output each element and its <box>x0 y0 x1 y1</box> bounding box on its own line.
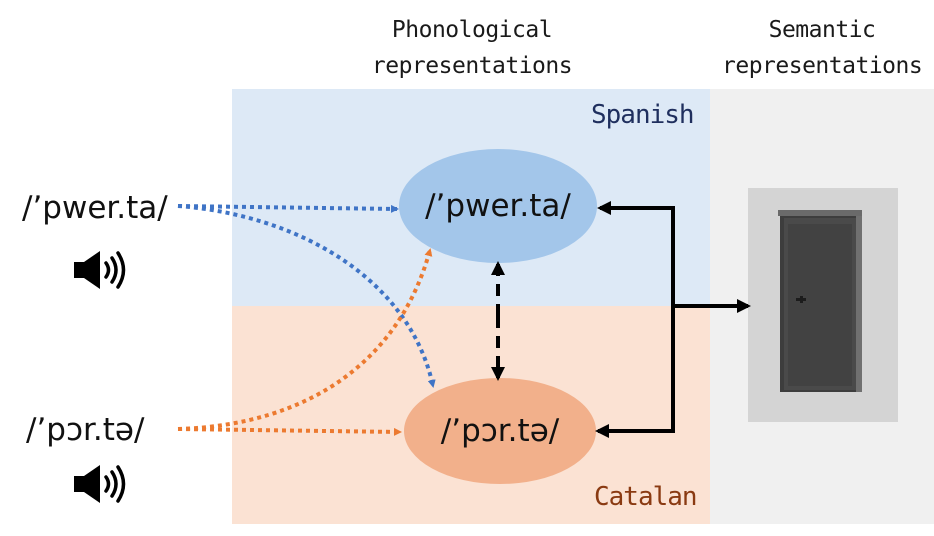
semantic-header: Semantic representations <box>722 17 923 79</box>
spanish-to-catalan-arrow <box>177 204 436 388</box>
spanish-label: Spanish <box>591 100 695 130</box>
catalan-input-word: /’pɔr.tə/ <box>26 412 145 448</box>
door-icon <box>778 210 862 392</box>
speaker-icon <box>74 251 126 289</box>
speaker-icon <box>74 465 126 503</box>
semantic-image-frame <box>748 188 898 422</box>
spanish-phonological-node: /’pwer.ta/ <box>399 149 597 263</box>
catalan-phonological-node: /’pɔr.tə/ <box>404 378 596 484</box>
phonological-header: Phonological representations <box>371 17 573 79</box>
catalan-node-label: /’pɔr.tə/ <box>440 413 560 449</box>
spanish-input-word: /’pwer.ta/ <box>22 190 168 226</box>
semantic-to-spanish-arrow <box>597 201 675 306</box>
spanish-node-label: /’pwer.ta/ <box>425 188 571 224</box>
catalan-label: Catalan <box>594 482 698 512</box>
catalan-to-catalan-arrow <box>177 427 402 436</box>
catalan-to-spanish-arrow <box>177 248 433 431</box>
semantic-to-catalan-arrow <box>595 306 675 438</box>
